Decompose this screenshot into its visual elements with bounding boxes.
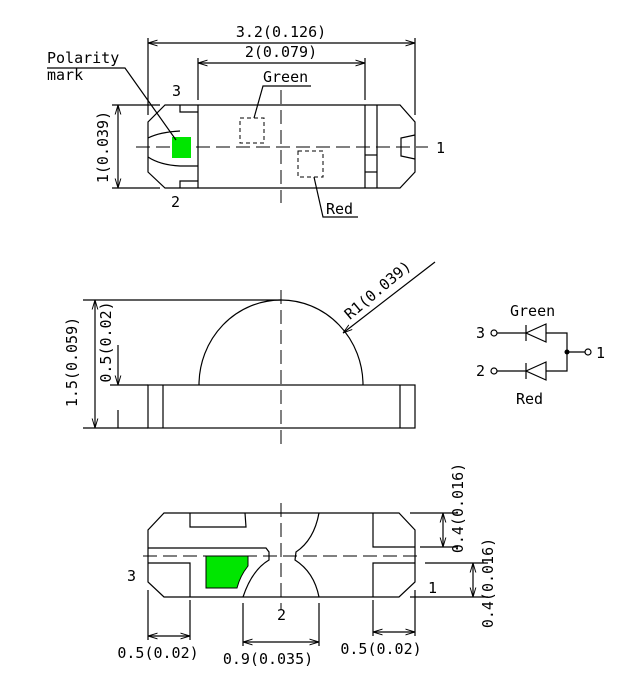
- schematic-pin-3: 3: [476, 324, 485, 342]
- top-view: 3.2(0.126) 2(0.079) 1(0.039) Polarity ma…: [47, 23, 445, 218]
- pin-2-label: 2: [171, 193, 180, 211]
- schematic: Green Red 3 2 1: [476, 302, 605, 408]
- green-label: Green: [263, 68, 308, 86]
- schematic-pin-2: 2: [476, 362, 485, 380]
- dim-inner-length: 2(0.079): [245, 43, 317, 61]
- polarity-label-2: mark: [47, 66, 83, 84]
- dim-top-pad: 0.4(0.016): [449, 463, 467, 553]
- dim-left-pad: 0.5(0.02): [117, 644, 198, 662]
- polarity-mark: [172, 137, 191, 158]
- dim-bottom-pad: 0.4(0.016): [479, 538, 497, 628]
- pin-1-label: 1: [436, 139, 445, 157]
- polarity-label: Polarity: [47, 49, 119, 67]
- polarity-pad: [205, 555, 249, 589]
- dim-center: 0.9(0.035): [223, 650, 313, 668]
- schematic-red-label: Red: [516, 390, 543, 408]
- side-view: 1.5(0.059) 0.5(0.02) R1(0.039): [63, 257, 436, 448]
- dim-radius: R1(0.039): [341, 257, 415, 323]
- dim-right-pad: 0.5(0.02): [340, 640, 421, 658]
- bottom-pin-2: 2: [277, 606, 286, 624]
- bottom-view: 0.4(0.016) 0.4(0.016) 0.5(0.02) 0.9(0.03…: [117, 463, 497, 668]
- diode-red-icon: [524, 361, 547, 381]
- dim-total-height: 1.5(0.059): [63, 317, 81, 407]
- dim-base-height: 0.5(0.02): [97, 301, 115, 382]
- bottom-pin-1: 1: [428, 579, 437, 597]
- schematic-pin-1: 1: [596, 344, 605, 362]
- pin-3-label: 3: [172, 82, 181, 100]
- bottom-pin-3: 3: [127, 567, 136, 585]
- dim-width: 1(0.039): [94, 111, 112, 183]
- dim-overall-length: 3.2(0.126): [236, 23, 326, 41]
- schematic-green-label: Green: [510, 302, 555, 320]
- red-label: Red: [326, 200, 353, 218]
- diode-green-icon: [524, 323, 547, 343]
